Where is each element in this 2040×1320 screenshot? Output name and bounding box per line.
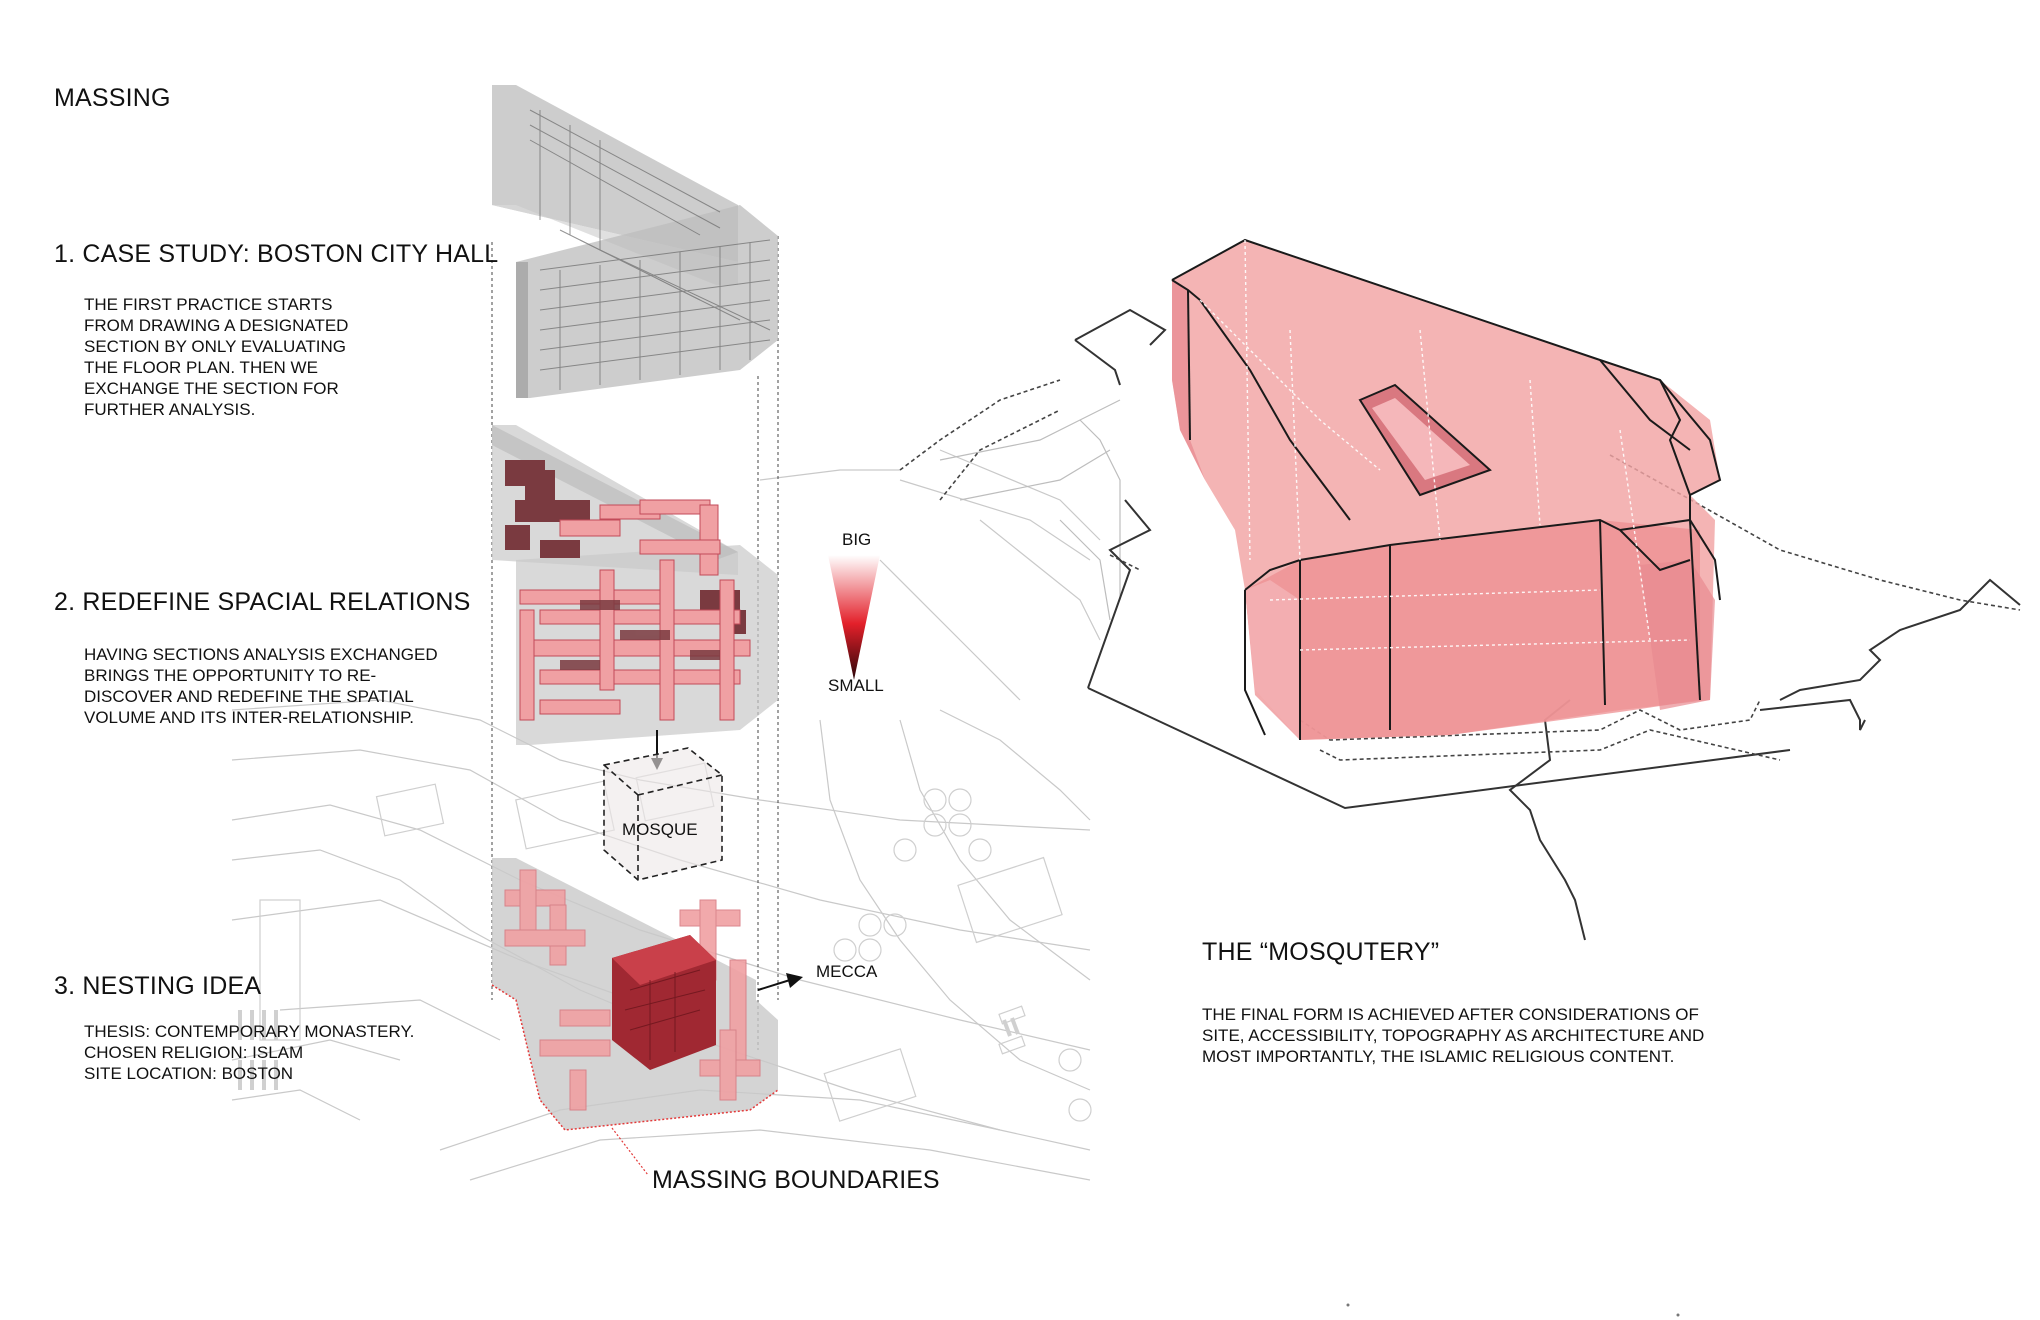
big-label: BIG (842, 530, 871, 550)
case-study-line: THE FLOOR PLAN. THEN WE (84, 357, 348, 378)
case-study-line: SECTION BY ONLY EVALUATING (84, 336, 348, 357)
case-study-line: THE FIRST PRACTICE STARTS (84, 294, 348, 315)
speck-2 (1677, 1314, 1680, 1317)
massing-boundaries-leader (612, 1128, 648, 1175)
mosqutery-heading: THE “MOSQUTERY” (1202, 938, 1439, 967)
massing-boundaries-label: MASSING BOUNDARIES (652, 1166, 940, 1195)
mosqutery-line: MOST IMPORTANTLY, THE ISLAMIC RELIGIOUS … (1202, 1046, 1704, 1067)
nesting-line: THESIS: CONTEMPORARY MONASTERY. (84, 1021, 414, 1042)
redefine-paragraph: HAVING SECTIONS ANALYSIS EXCHANGED BRING… (84, 644, 438, 728)
mosqutery-line: THE FINAL FORM IS ACHIEVED AFTER CONSIDE… (1202, 1004, 1704, 1025)
case-study-line: FURTHER ANALYSIS. (84, 399, 348, 420)
redefine-line: VOLUME AND ITS INTER-RELATIONSHIP. (84, 707, 438, 728)
case-study-volume (492, 85, 778, 398)
mosque-cube (604, 748, 722, 880)
mosqutery-paragraph: THE FINAL FORM IS ACHIEVED AFTER CONSIDE… (1202, 1004, 1704, 1067)
nesting-line: SITE LOCATION: BOSTON (84, 1063, 414, 1084)
nesting-line: CHOSEN RELIGION: ISLAM (84, 1042, 414, 1063)
redefined-relations-volume (492, 425, 778, 745)
case-study-line: EXCHANGE THE SECTION FOR (84, 378, 348, 399)
small-label: SMALL (828, 676, 884, 696)
context-linework (940, 400, 1120, 620)
mosqutery-line: SITE, ACCESSIBILITY, TOPOGRAPHY AS ARCHI… (1202, 1025, 1704, 1046)
redefine-line: DISCOVER AND REDEFINE THE SPATIAL (84, 686, 438, 707)
mecca-arrow-icon (758, 973, 803, 990)
nesting-paragraph: THESIS: CONTEMPORARY MONASTERY. CHOSEN R… (84, 1021, 414, 1084)
size-gradient-wedge (828, 555, 880, 680)
case-study-heading: 1. CASE STUDY: BOSTON CITY HALL (54, 240, 498, 269)
nesting-volume (492, 858, 778, 1130)
redefine-line: HAVING SECTIONS ANALYSIS EXCHANGED (84, 644, 438, 665)
redefine-heading: 2. REDEFINE SPACIAL RELATIONS (54, 588, 471, 617)
case-study-line: FROM DRAWING A DESIGNATED (84, 315, 348, 336)
mecca-label: MECCA (816, 962, 877, 982)
final-form-mass (1172, 240, 1720, 740)
nesting-heading: 3. NESTING IDEA (54, 972, 261, 1001)
massing-heading: MASSING (54, 84, 171, 113)
speck-1 (1347, 1304, 1350, 1307)
case-study-paragraph: THE FIRST PRACTICE STARTS FROM DRAWING A… (84, 294, 348, 420)
redefine-line: BRINGS THE OPPORTUNITY TO RE- (84, 665, 438, 686)
mosque-label: MOSQUE (622, 820, 698, 840)
